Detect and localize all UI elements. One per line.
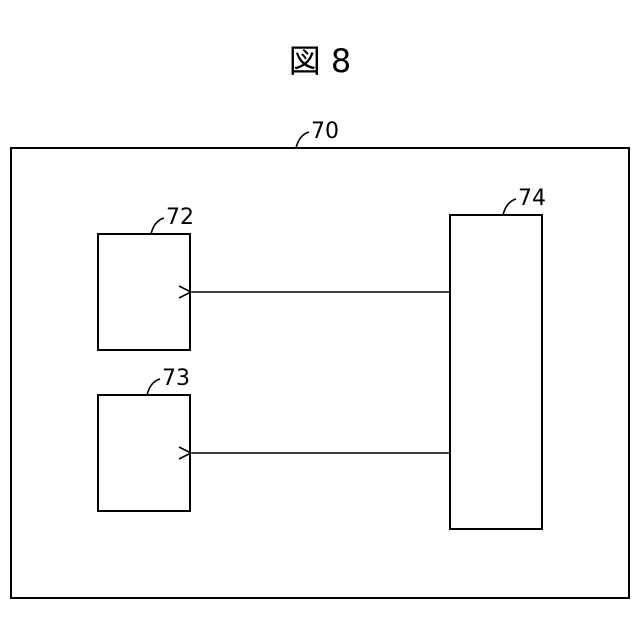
box-74: [450, 215, 542, 529]
box-74-leader: [503, 199, 516, 215]
outer-box-ref: 70: [311, 119, 339, 144]
box-72-ref: 72: [166, 205, 194, 230]
box-72: [98, 234, 190, 350]
box-73-ref: 73: [162, 366, 190, 391]
box-73: [98, 395, 190, 511]
box-73-leader: [147, 379, 160, 395]
figure-title: 図 8: [289, 42, 352, 80]
box-74-ref: 74: [518, 186, 546, 211]
outer-box-leader: [296, 132, 309, 148]
box-72-leader: [151, 218, 164, 234]
